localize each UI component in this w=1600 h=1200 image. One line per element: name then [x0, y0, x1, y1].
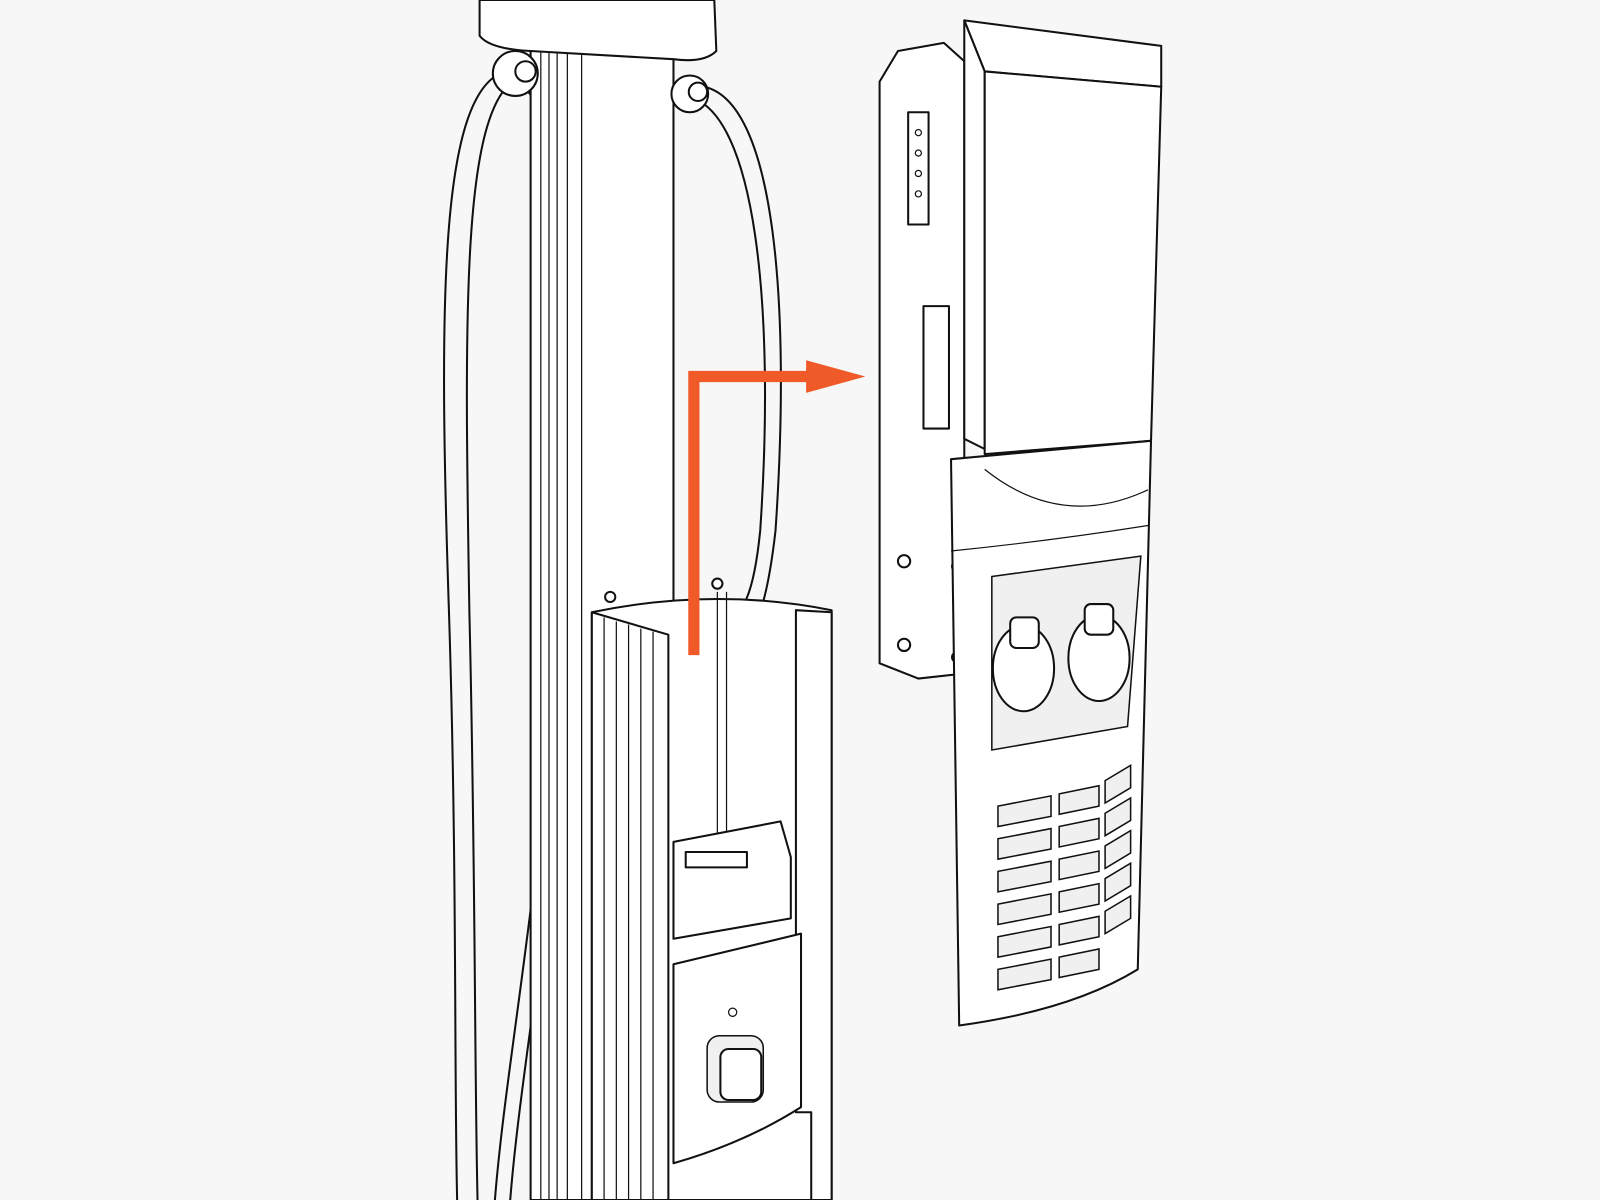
charger-unit — [878, 19, 1163, 1027]
direction-arrow — [688, 360, 866, 656]
electronics-module — [672, 820, 792, 940]
pole-cap — [478, 0, 718, 62]
upper-panel — [983, 70, 1163, 456]
arrow-head-icon — [806, 360, 866, 393]
mounting-bracket — [878, 41, 966, 680]
lower-enclosure — [590, 577, 833, 1200]
ventilation-grille — [997, 763, 1132, 991]
